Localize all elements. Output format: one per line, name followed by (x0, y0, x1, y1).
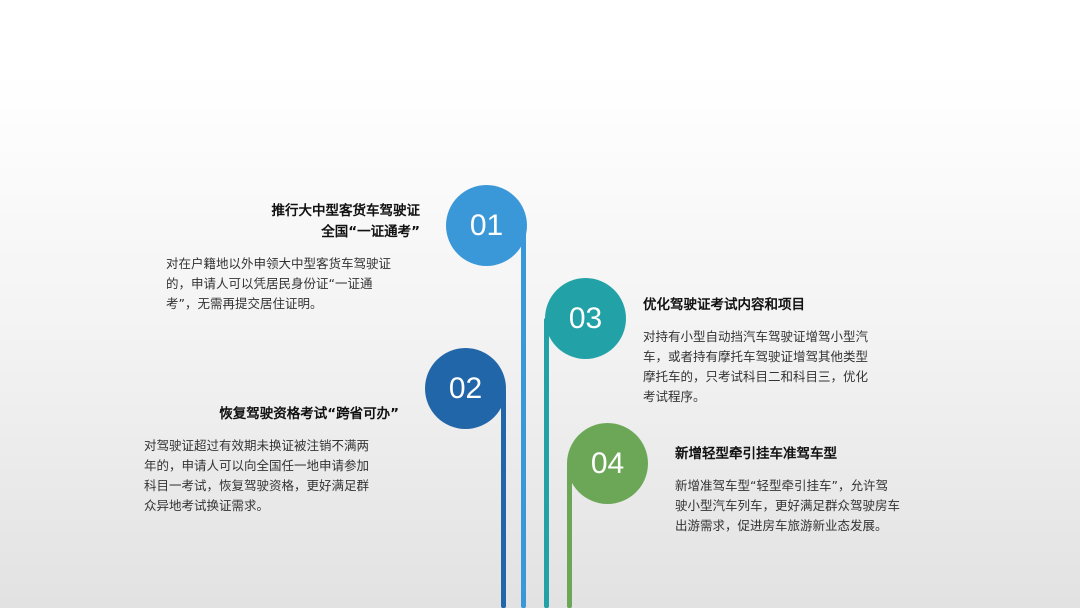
step-04-desc-line: 出游需求，促进房车旅游新业态发展。 (675, 518, 888, 533)
step-03-desc-line: 考试程序。 (643, 389, 706, 404)
step-04-number: 04 (590, 446, 625, 480)
step-01-title: 推行大中型客货车驾驶证 全国“一证通考” (166, 201, 421, 243)
step-02-stem (501, 390, 506, 608)
step-01-block: 推行大中型客货车驾驶证 全国“一证通考” 对在户籍地以外申领大中型客货车驾驶证 … (166, 201, 420, 314)
step-02-desc-line: 科目一考试，恢复驾驶资格，更好满足群 (144, 478, 370, 493)
step-02-number-circle: 02 (425, 348, 506, 429)
step-01-desc-line: 考”，无需再提交居住证明。 (166, 296, 323, 311)
step-03-title-line: 优化驾驶证考试内容和项目 (643, 297, 805, 313)
step-02-title-line: 恢复驾驶资格考试“跨省可办” (219, 406, 399, 422)
step-02-description: 对驾驶证超过有效期未换证被注销不满两 年的，申请人可以向全国任一地申请参加 科目… (144, 436, 399, 516)
step-02-title: 恢复驾驶资格考试“跨省可办” (144, 404, 399, 425)
step-02-block: 恢复驾驶资格考试“跨省可办” 对驾驶证超过有效期未换证被注销不满两 年的，申请人… (144, 404, 399, 516)
step-02-number: 02 (448, 371, 483, 405)
step-01-number: 01 (469, 208, 504, 242)
step-04-block: 新增轻型牵引挂车准驾车型 新增准驾车型“轻型牵引挂车”，允许驾 驶小型汽车列车，… (675, 444, 945, 536)
step-02-desc-line: 年的，申请人可以向全国任一地申请参加 (144, 458, 370, 473)
step-04-stem (567, 464, 572, 608)
step-01-title-line: 全国“一证通考” (321, 224, 420, 240)
step-01-desc-line: 的，申请人可以凭居民身份证“一证通 (166, 276, 373, 291)
step-01-number-circle: 01 (446, 185, 527, 266)
step-03-desc-line: 摩托车的，只考试科目二和科目三，优化 (643, 369, 869, 384)
step-03-number-circle: 03 (545, 278, 626, 359)
step-03-stem (544, 318, 549, 608)
step-01-description: 对在户籍地以外申领大中型客货车驾驶证 的，申请人可以凭居民身份证“一证通 考”，… (166, 254, 420, 314)
step-04-description: 新增准驾车型“轻型牵引挂车”，允许驾 驶小型汽车列车，更好满足群众驾驶房车 出游… (675, 476, 945, 536)
step-03-description: 对持有小型自动挡汽车驾驶证增驾小型汽 车，或者持有摩托车驾驶证增驾其他类型 摩托… (643, 327, 913, 407)
step-03-block: 优化驾驶证考试内容和项目 对持有小型自动挡汽车驾驶证增驾小型汽 车，或者持有摩托… (643, 295, 913, 407)
step-03-desc-line: 车，或者持有摩托车驾驶证增驾其他类型 (643, 349, 869, 364)
step-04-desc-line: 新增准驾车型“轻型牵引挂车”，允许驾 (675, 478, 888, 493)
step-02-desc-line: 对驾驶证超过有效期未换证被注销不满两 (144, 438, 370, 453)
step-01-desc-line: 对在户籍地以外申领大中型客货车驾驶证 (166, 256, 392, 271)
step-04-title: 新增轻型牵引挂车准驾车型 (675, 444, 945, 465)
step-03-desc-line: 对持有小型自动挡汽车驾驶证增驾小型汽 (643, 329, 869, 344)
step-01-title-line: 推行大中型客货车驾驶证 (271, 203, 421, 219)
step-04-number-circle: 04 (567, 423, 648, 504)
step-01-stem (521, 226, 526, 608)
step-03-title: 优化驾驶证考试内容和项目 (643, 295, 913, 316)
step-04-desc-line: 驶小型汽车列车，更好满足群众驾驶房车 (675, 498, 901, 513)
step-03-number: 03 (568, 301, 603, 335)
step-04-title-line: 新增轻型牵引挂车准驾车型 (675, 446, 837, 462)
step-02-desc-line: 众异地考试换证需求。 (144, 498, 270, 513)
